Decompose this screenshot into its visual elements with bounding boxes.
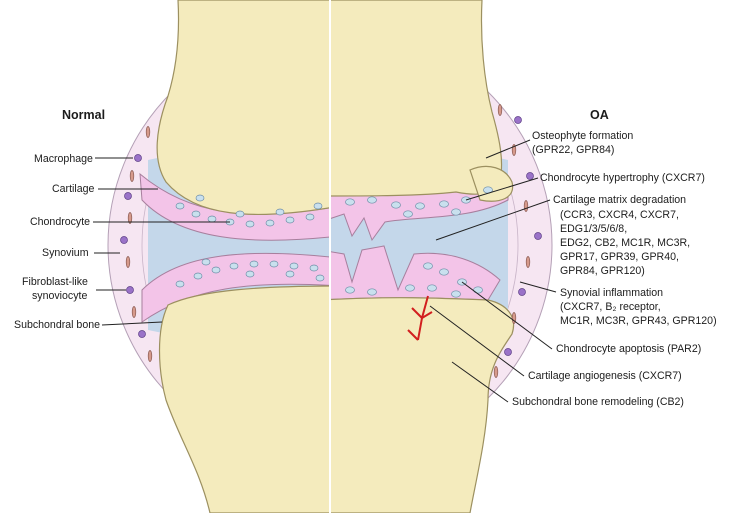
macrophage-cell bbox=[519, 289, 526, 296]
chondrocyte-cell bbox=[368, 289, 377, 295]
macrophage-cell bbox=[127, 287, 134, 294]
label-cartilage: Cartilage bbox=[52, 183, 95, 195]
chondrocyte-cell bbox=[208, 216, 216, 222]
chondrocyte-cell bbox=[368, 197, 377, 203]
chondrocyte-cell bbox=[194, 273, 202, 279]
chondrocyte-cell bbox=[290, 263, 298, 269]
macrophage-cell bbox=[121, 237, 128, 244]
chondrocyte-cell bbox=[266, 220, 274, 226]
fibroblast-cell bbox=[130, 171, 134, 182]
fibroblast-cell bbox=[148, 351, 152, 362]
chondrocyte-cell bbox=[310, 265, 318, 271]
macrophage-cell bbox=[125, 193, 132, 200]
chondrocyte-cell bbox=[202, 259, 210, 265]
left-labels: Macrophage Cartilage Chondrocyte Synoviu… bbox=[14, 153, 100, 331]
fibroblast-cell bbox=[498, 105, 502, 116]
chondrocyte-cell bbox=[440, 201, 449, 207]
fibroblast-cell bbox=[146, 127, 150, 138]
label-synovial-line1: Synovial inflammation bbox=[560, 287, 663, 299]
chondrocyte-cell bbox=[314, 203, 322, 209]
fibroblast-cell bbox=[526, 257, 530, 268]
chondrocyte-cell bbox=[236, 211, 244, 217]
label-apoptosis: Chondrocyte apoptosis (PAR2) bbox=[556, 343, 701, 355]
label-hypertrophy: Chondrocyte hypertrophy (CXCR7) bbox=[540, 172, 705, 184]
label-chondrocyte: Chondrocyte bbox=[30, 216, 90, 228]
macrophage-cell bbox=[135, 155, 142, 162]
fibroblast-cell bbox=[524, 201, 528, 212]
chondrocyte-cell bbox=[440, 269, 449, 275]
macrophage-cell bbox=[535, 233, 542, 240]
chondrocyte-cell bbox=[286, 271, 294, 277]
label-matrix-line4: EDG2, CB2, MC1R, MC3R, bbox=[560, 237, 690, 249]
macrophage-cell bbox=[139, 331, 146, 338]
femur-bone-oa bbox=[320, 0, 502, 196]
label-remodeling: Subchondral bone remodeling (CB2) bbox=[512, 396, 684, 408]
chondrocyte-cell bbox=[474, 287, 483, 293]
tibia-bone-normal bbox=[160, 286, 341, 513]
normal-header: Normal bbox=[62, 108, 105, 122]
chondrocyte-cell bbox=[230, 263, 238, 269]
fibroblast-cell bbox=[494, 367, 498, 378]
label-osteophyte-line2: (GPR22, GPR84) bbox=[532, 144, 614, 156]
chondrocyte-cell bbox=[416, 203, 425, 209]
chondrocyte-cell bbox=[212, 267, 220, 273]
chondrocyte-cell bbox=[276, 209, 284, 215]
chondrocyte-cell bbox=[250, 261, 258, 267]
chondrocyte-cell bbox=[246, 271, 254, 277]
chondrocyte-cell bbox=[176, 281, 184, 287]
chondrocyte-cell bbox=[306, 214, 314, 220]
fibroblast-cell bbox=[126, 257, 130, 268]
chondrocyte-cell bbox=[286, 217, 294, 223]
chondrocyte-cell bbox=[392, 202, 401, 208]
chondrocyte-cell bbox=[452, 291, 461, 297]
chondrocyte-cell bbox=[404, 211, 413, 217]
chondrocyte-cell bbox=[192, 211, 200, 217]
label-fibroblast-line2: synoviocyte bbox=[32, 290, 87, 302]
chondrocyte-cell bbox=[346, 199, 355, 205]
label-osteophyte-line1: Osteophyte formation bbox=[532, 130, 633, 142]
chondrocyte-cell bbox=[176, 203, 184, 209]
macrophage-cell bbox=[527, 173, 534, 180]
tibia-bone-oa bbox=[320, 298, 514, 513]
chondrocyte-cell bbox=[346, 287, 355, 293]
label-subchondral: Subchondral bone bbox=[14, 319, 100, 331]
chondrocyte-cell bbox=[196, 195, 204, 201]
femur-bone-normal bbox=[157, 0, 340, 214]
label-matrix-line5: GPR17, GPR39, GPR40, bbox=[560, 251, 679, 263]
label-matrix-line3: EDG1/3/5/6/8, bbox=[560, 223, 627, 235]
chondrocyte-cell bbox=[452, 209, 461, 215]
chondrocyte-cell bbox=[428, 285, 437, 291]
label-matrix-line2: (CCR3, CXCR4, CXCR7, bbox=[560, 209, 679, 221]
macrophage-cell bbox=[515, 117, 522, 124]
chondrocyte-cell bbox=[316, 275, 324, 281]
label-macrophage: Macrophage bbox=[34, 153, 93, 165]
label-synovial-line2: (CXCR7, B₂ receptor, bbox=[560, 301, 661, 313]
chondrocyte-cell bbox=[246, 221, 254, 227]
label-synovial-line3: MC1R, MC3R, GPR43, GPR120) bbox=[560, 315, 717, 327]
chondrocyte-cell bbox=[424, 263, 433, 269]
chondrocyte-cell bbox=[406, 285, 415, 291]
label-fibroblast-line1: Fibroblast-like bbox=[22, 276, 88, 288]
label-matrix-line6: GPR84, GPR120) bbox=[560, 265, 645, 277]
label-matrix-line1: Cartilage matrix degradation bbox=[553, 194, 686, 206]
label-synovium: Synovium bbox=[42, 247, 89, 259]
label-angiogenesis: Cartilage angiogenesis (CXCR7) bbox=[528, 370, 682, 382]
macrophage-cell bbox=[505, 349, 512, 356]
fibroblast-cell bbox=[132, 307, 136, 318]
chondrocyte-cell bbox=[270, 261, 278, 267]
oa-header: OA bbox=[590, 108, 609, 122]
